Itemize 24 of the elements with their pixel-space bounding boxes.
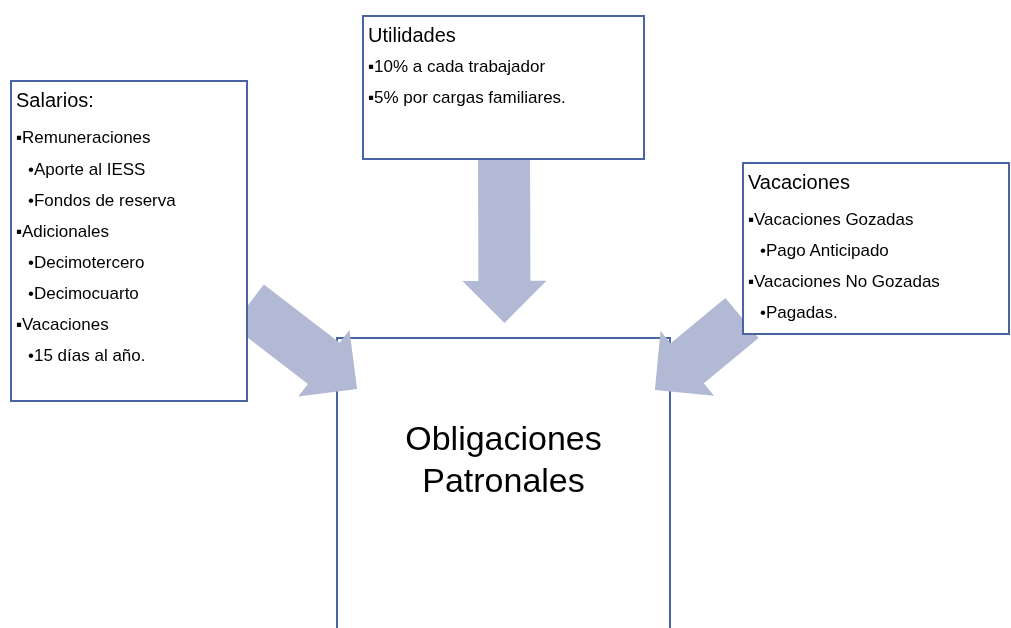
block-arrow	[462, 159, 547, 323]
list-item: ▪Vacaciones Gozadas	[748, 210, 914, 230]
box-heading: Utilidades	[368, 25, 456, 45]
block-arrow	[654, 298, 759, 396]
list-item: •Fondos de reserva	[28, 191, 176, 211]
list-item: •Decimocuarto	[28, 284, 139, 304]
list-item: •Pagadas.	[760, 303, 838, 323]
list-box	[742, 162, 1010, 335]
box-heading: Vacaciones	[748, 172, 850, 192]
list-item: •Pago Anticipado	[760, 241, 889, 261]
list-item: •15 días al año.	[28, 346, 146, 366]
list-item: •Aporte al IESS	[28, 160, 146, 180]
list-item: ▪10% a cada trabajador	[368, 57, 546, 77]
list-item: ▪Adicionales	[16, 222, 109, 242]
list-item: ▪Vacaciones	[16, 315, 109, 335]
list-item: ▪Vacaciones No Gozadas	[748, 272, 940, 292]
box-heading: Salarios:	[16, 90, 94, 110]
list-item: ▪5% por cargas familiares.	[368, 88, 566, 108]
box-title: Obligaciones Patronales	[404, 418, 603, 501]
list-box	[10, 80, 248, 402]
list-item: ▪Remuneraciones	[16, 128, 151, 148]
open-box	[336, 337, 671, 628]
list-box	[362, 15, 645, 160]
list-item: •Decimotercero	[28, 253, 145, 273]
